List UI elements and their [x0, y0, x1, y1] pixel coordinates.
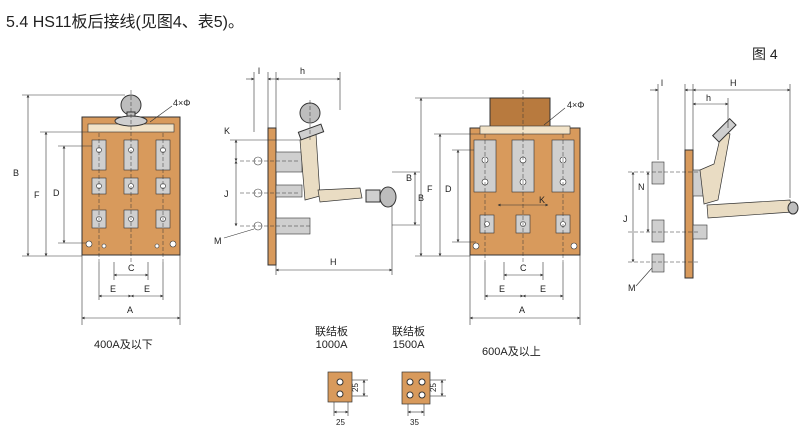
dim-35: 35: [410, 418, 419, 427]
dim-label-E-left: E: [110, 284, 116, 294]
dim-label-F-large: F: [427, 184, 433, 194]
caption-link-1000-name: 联结板: [315, 326, 348, 338]
small-switch-side: l h K J H B M: [214, 66, 424, 275]
figure-label: 图 4: [752, 46, 778, 62]
dim-label-H-large: H: [730, 78, 737, 88]
caption-link-1500-name: 联结板: [392, 326, 425, 338]
dim-label-B-large: B: [406, 173, 412, 183]
holes-label-large: 4×Φ: [567, 100, 584, 110]
dim-label-K-large: K: [539, 195, 545, 205]
dim-label-C: C: [128, 263, 135, 273]
link-plate-1000: 25 25: [327, 371, 368, 427]
dim-label-C-large: C: [520, 263, 527, 273]
dim-25-c: 25: [429, 383, 438, 392]
dim-25-b: 25: [351, 383, 360, 392]
dim-label-D-large: D: [445, 184, 452, 194]
dim-25-a: 25: [336, 418, 345, 427]
caption-400a: 400A及以下: [94, 339, 153, 351]
page-title: 5.4 HS11板后接线(见图4、表5)。: [6, 14, 244, 31]
dim-label-A-large: A: [519, 305, 525, 315]
large-switch-side: l H h J N M: [623, 78, 799, 293]
dim-label-M-large: M: [628, 283, 636, 293]
caption-600a: 600A及以上: [482, 346, 541, 358]
dim-label-E-large-right: E: [540, 284, 546, 294]
caption-link-1000: 联结板 1000A: [315, 323, 348, 351]
holes-label-small: 4×Φ: [173, 98, 190, 108]
caption-link-1500-rating: 1500A: [392, 339, 425, 351]
dim-label-h-small: h: [300, 66, 305, 76]
dim-label-B: B: [13, 168, 19, 178]
caption-link-1000-rating: 1000A: [315, 339, 348, 351]
dim-label-l-small: l: [258, 66, 260, 76]
dim-label-F: F: [34, 190, 40, 200]
large-switch-front: B F D A E E C K 4×Φ: [406, 90, 584, 325]
dim-label-h-large: h: [706, 93, 711, 103]
dim-label-A: A: [127, 305, 133, 315]
caption-link-1500: 联结板 1500A: [392, 323, 425, 351]
dim-label-J-small: J: [224, 189, 229, 199]
dim-label-D: D: [53, 188, 60, 198]
dim-label-l-large: l: [661, 78, 663, 88]
dim-label-N-large: N: [638, 182, 645, 192]
dim-label-E-large-left: E: [499, 284, 505, 294]
dim-label-M-small: M: [214, 236, 222, 246]
link-plate-1500: 35 25: [401, 371, 446, 427]
dim-label-H-small: H: [330, 257, 337, 267]
small-switch-front: B F D A E E C 4×Φ: [13, 90, 190, 325]
dim-label-J-large: J: [623, 214, 628, 224]
dim-label-K-small: K: [224, 126, 230, 136]
dim-label-E-right: E: [144, 284, 150, 294]
